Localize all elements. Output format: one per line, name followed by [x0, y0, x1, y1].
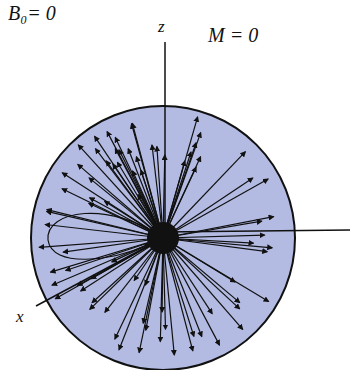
moment-arrow: [163, 238, 269, 302]
axis-label: x: [16, 308, 24, 327]
moment-arrow: [45, 225, 163, 239]
y-axis: [163, 230, 350, 232]
moment-arrow: [119, 238, 163, 350]
moment-loop: [48, 213, 163, 259]
moment-arrow: [55, 238, 163, 299]
moment-arrow: [163, 133, 201, 238]
moment-arrow: [163, 238, 174, 355]
axis-label: z: [158, 18, 165, 37]
condition-label: M = 0: [208, 24, 258, 46]
moment-arrow: [163, 217, 274, 238]
sphere: [31, 106, 295, 370]
moment-arrow: [95, 136, 163, 238]
z-axis: [164, 42, 166, 238]
moment-arrow: [163, 238, 272, 248]
moment-arrow: [96, 149, 164, 238]
center-blob: [147, 222, 179, 254]
condition-label: B₀= 0: [8, 2, 56, 24]
moment-arrow: [51, 238, 164, 272]
moment-arrow: [163, 117, 198, 238]
moment-arrows: [39, 117, 273, 355]
x-axis: [36, 238, 163, 306]
moment-arrow: [62, 189, 163, 238]
moment-arrow: [163, 238, 243, 329]
moment-arrow: [115, 238, 163, 339]
